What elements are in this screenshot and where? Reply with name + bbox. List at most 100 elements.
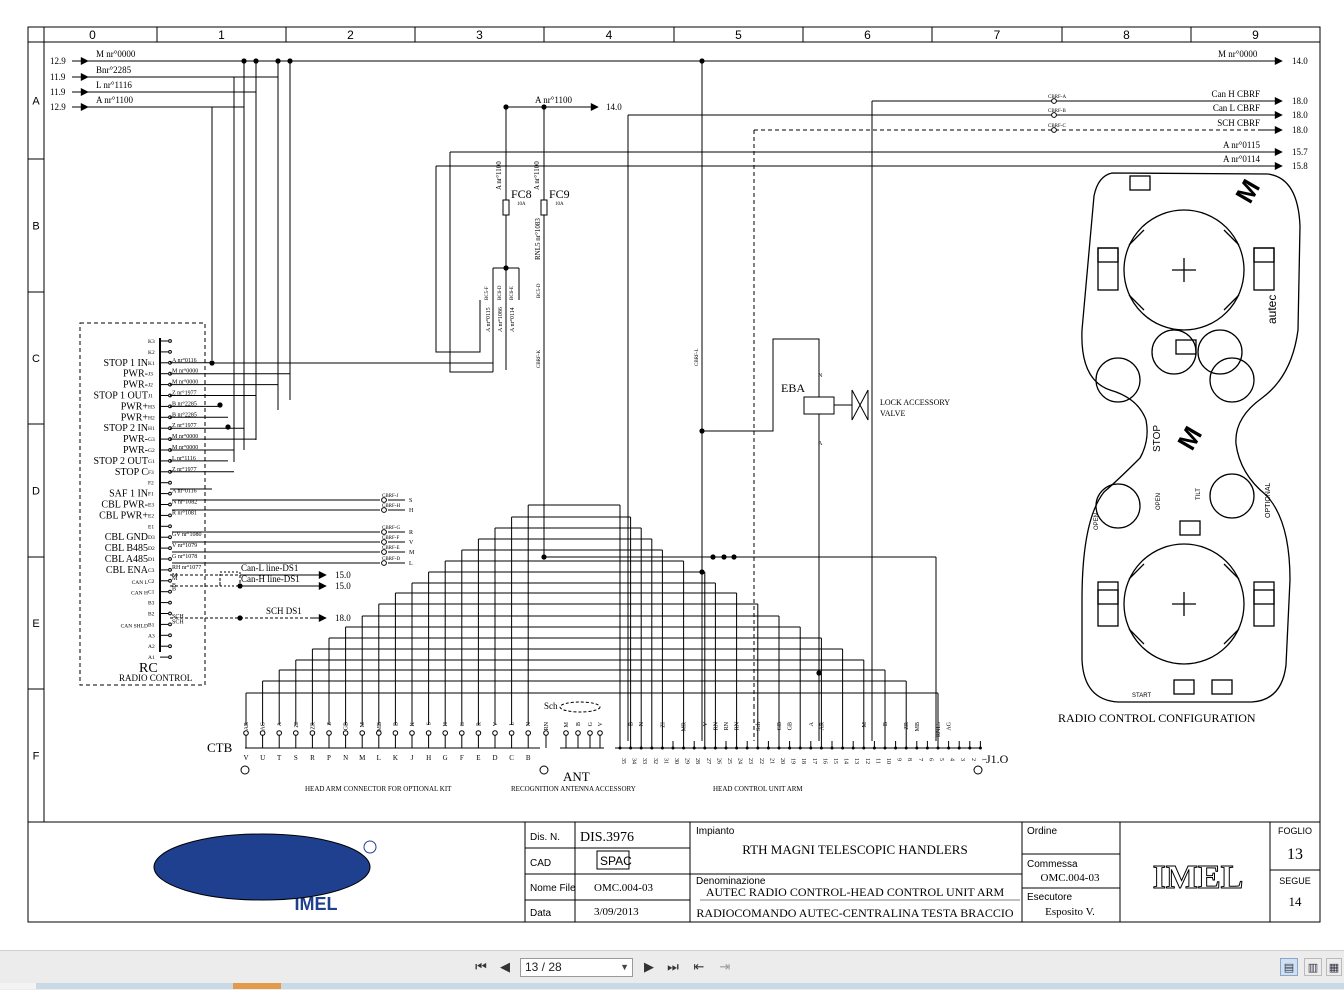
ctb-wire-letter: L bbox=[510, 722, 516, 726]
j1-wire-letter: MR bbox=[682, 722, 688, 731]
grid-column-label: 5 bbox=[735, 28, 742, 42]
output-wire-label: Can H CBRF bbox=[1211, 89, 1260, 99]
ctb-wire-letter: ZR bbox=[310, 722, 316, 730]
junction-dot bbox=[745, 746, 749, 750]
connector-pin bbox=[168, 480, 172, 485]
two-page-view-button[interactable]: ▦ bbox=[1326, 958, 1342, 976]
label-text: BC5-D bbox=[537, 283, 542, 298]
grid-column-label: 3 bbox=[476, 28, 483, 42]
ctb-pin-letter: L bbox=[377, 754, 381, 762]
j1-wire-letter: N bbox=[639, 721, 645, 726]
config-knob bbox=[1095, 357, 1141, 403]
j1-wire-letter: RN bbox=[724, 721, 730, 730]
label-text: Esecutore bbox=[1027, 892, 1072, 903]
connector-pin bbox=[508, 730, 515, 736]
label-text: SEGUE bbox=[1279, 876, 1311, 886]
rc-pin-label: D1 bbox=[148, 557, 155, 563]
j1-pin-number: 11 bbox=[874, 758, 880, 764]
ctb-wire-letter: M bbox=[360, 721, 366, 727]
junction-dot bbox=[830, 746, 834, 750]
last-page-icon: ⏭ bbox=[667, 959, 679, 975]
label-text: Impianto bbox=[696, 826, 735, 837]
junction-dot bbox=[731, 554, 737, 560]
junction-dot bbox=[503, 265, 509, 271]
j1-pin-number: 29 bbox=[684, 758, 690, 764]
mid-output-label: A nr°1100 bbox=[535, 95, 573, 105]
junction-dot bbox=[241, 58, 247, 64]
junction-dot bbox=[724, 746, 728, 750]
ctb-pin-letter: E bbox=[476, 754, 480, 762]
connector-shell bbox=[240, 765, 250, 775]
rc-wire-label: N nr°1082 bbox=[172, 499, 197, 506]
j1-wire-letter: M bbox=[862, 721, 868, 727]
config-button bbox=[1129, 175, 1151, 191]
rc-pin-label: C2 bbox=[148, 579, 155, 585]
junction-dot bbox=[721, 554, 727, 560]
ctb-pin-letter: V bbox=[243, 754, 248, 762]
j1-wire-letter: RN bbox=[735, 721, 741, 730]
j1-pin-number: 22 bbox=[758, 758, 764, 764]
rc-wire-label: B nr°2285 bbox=[172, 411, 197, 418]
denom-line1: AUTEC RADIO CONTROL-HEAD CONTROL UNIT AR… bbox=[706, 885, 1005, 899]
connector-pin bbox=[492, 730, 498, 736]
rc-pin-label: B2 bbox=[148, 612, 155, 618]
rc-pin-label: G2 bbox=[148, 448, 155, 454]
ctb-pin-letter: T bbox=[277, 754, 282, 762]
rc-signal-label: PWR- bbox=[123, 434, 148, 445]
can-out-label: Can-L line-DS1 bbox=[241, 563, 298, 573]
impianto-value: RTH MAGNI TELESCOPIC HANDLERS bbox=[742, 842, 967, 857]
input-ref: 12.9 bbox=[50, 102, 66, 112]
ctb-pin-letter: D bbox=[492, 754, 497, 762]
j1-pin-number: 33 bbox=[641, 758, 647, 764]
junction-dot bbox=[699, 58, 705, 64]
continuous-view-button[interactable]: ▥ bbox=[1304, 958, 1322, 976]
connector-pin bbox=[168, 350, 172, 354]
ctb-pin-letter: G bbox=[443, 754, 448, 762]
label-text: CBRF-A bbox=[1048, 95, 1066, 100]
j1-wire-letter: AR bbox=[819, 722, 825, 730]
joystick-ring bbox=[1123, 543, 1245, 665]
go-forward-button[interactable]: ⇥ bbox=[716, 958, 734, 976]
denom-line2: RADIOCOMANDO AUTEC-CENTRALINA TESTA BRAC… bbox=[696, 906, 1013, 920]
can-out-label: Can-H line-DS1 bbox=[241, 574, 300, 584]
rc-wire-label: Z nr°1977 bbox=[172, 466, 197, 473]
rc-pin-label: C3 bbox=[148, 568, 155, 574]
ctb-name: CTB bbox=[207, 740, 233, 755]
chevron-down-icon[interactable]: ▼ bbox=[620, 962, 629, 972]
j1-pin-number: 15 bbox=[832, 758, 838, 764]
connector-pin bbox=[168, 339, 172, 343]
rc-pin-label: B1 bbox=[148, 622, 155, 628]
rc-signal-label: PWR- bbox=[123, 445, 148, 456]
connector-pin bbox=[1051, 98, 1057, 104]
config-button bbox=[1253, 589, 1275, 605]
connector-pin bbox=[381, 507, 387, 513]
previous-page-button[interactable]: ◀ bbox=[496, 958, 514, 976]
first-page-button[interactable]: ⏮ bbox=[472, 958, 490, 976]
joystick-notch bbox=[1128, 229, 1240, 311]
next-page-button[interactable]: ▶ bbox=[640, 958, 658, 976]
ctb-pin-letter: B bbox=[526, 754, 531, 762]
output-wire-label: A nr°0115 bbox=[1223, 140, 1261, 150]
last-page-button[interactable]: ⏭ bbox=[664, 958, 682, 976]
ctb-wire-letter: R bbox=[476, 722, 482, 726]
label-text: Denominazione bbox=[696, 876, 766, 887]
connector-pin bbox=[276, 730, 283, 736]
label-text: SCH bbox=[172, 614, 184, 620]
junction-dot bbox=[618, 746, 622, 750]
j1-pin-number: 26 bbox=[715, 758, 721, 764]
grid-column-label: 4 bbox=[606, 28, 613, 42]
ant-wire-letter: B bbox=[576, 722, 582, 726]
label-text: M bbox=[409, 550, 415, 556]
j1-pin-number: 21 bbox=[768, 758, 774, 764]
ctb-wire-letter: B bbox=[393, 722, 399, 726]
go-back-button[interactable]: ⇤ bbox=[690, 958, 708, 976]
rc-pin-label: J1 bbox=[148, 394, 153, 400]
single-page-view-button[interactable]: ▤ bbox=[1280, 958, 1298, 976]
j1-wire-letter: Sch bbox=[756, 722, 762, 731]
next-page-icon: ▶ bbox=[644, 959, 654, 975]
joystick-notch bbox=[1128, 563, 1240, 645]
j1-pin-number: 14 bbox=[843, 758, 849, 764]
config-label: OPEN bbox=[1156, 493, 1162, 510]
page-number-input[interactable]: 13 / 28▼ bbox=[520, 958, 633, 977]
